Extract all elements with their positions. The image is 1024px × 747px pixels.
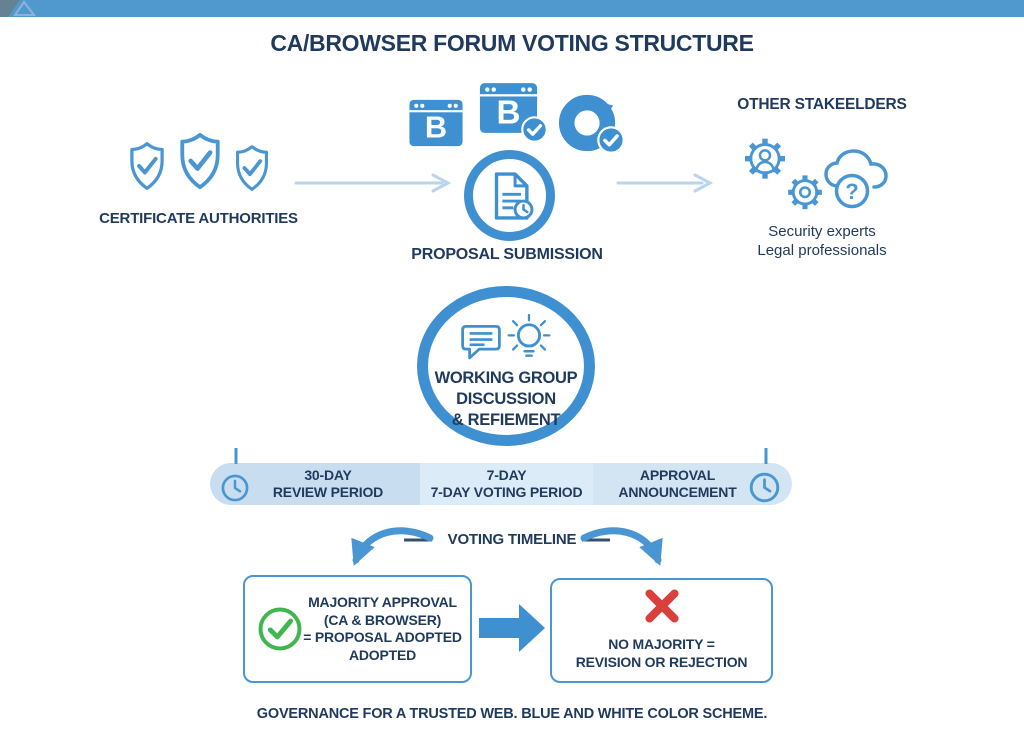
person-gear-icon xyxy=(745,138,785,179)
clock-icon xyxy=(749,472,780,503)
approval-line2: (CA & BROWSER) xyxy=(323,611,442,628)
check-badge-icon xyxy=(597,126,625,154)
stakeholders-subtext: Security experts Legal professionals xyxy=(726,222,918,260)
green-check-circle-icon xyxy=(258,607,302,651)
check-badge-icon xyxy=(521,116,548,143)
stakeholders-subtext-line2: Legal professionals xyxy=(757,242,887,259)
shield-icons-row xyxy=(96,122,301,194)
working-group-line2: DISCUSSION xyxy=(456,390,556,408)
other-stakeholders-title: OTHER STAKEELDERS xyxy=(737,96,907,113)
proposal-submission-label: PROPOSAL SUBMISSION xyxy=(411,246,603,263)
approval-line3: = PROPOSAL ADOPTED xyxy=(303,629,462,645)
rejected-line1: NO MAJORITY = xyxy=(608,636,715,652)
clock-icon xyxy=(221,474,249,502)
approval-line1: MAJORITY APPROVAL xyxy=(308,594,457,610)
certificate-authorities-group: CERTIFICATE AUTHORITIES xyxy=(96,122,301,227)
shield-check-icon xyxy=(179,132,220,190)
svg-text:?: ? xyxy=(845,179,858,204)
flow-arrow-left xyxy=(294,173,452,193)
page-title: CA/BROWSER FORUM VOTING STRUCTURE xyxy=(270,30,754,56)
speech-bubble-icon xyxy=(461,324,501,360)
timeline-segment-voting: 7-DAY 7-DAY VOTING PERIOD xyxy=(420,463,593,505)
shield-check-icon xyxy=(235,145,268,191)
stakeholder-icons: ? xyxy=(726,114,918,216)
majority-approval-text: MAJORITY APPROVAL (CA & BROWSER) = PROPO… xyxy=(303,594,470,664)
working-group-text: WORKING GROUP DISCUSSION & REFIEMENT xyxy=(435,368,578,431)
proposal-submission-circle xyxy=(464,150,555,241)
corner-artifact-icon xyxy=(0,0,37,17)
approval-line4: ADOPTED xyxy=(348,646,417,663)
right-arrow-icon xyxy=(479,604,545,652)
timeline-segment-review: 30-DAY REVIEW PERIOD xyxy=(210,463,420,505)
lightbulb-icon xyxy=(507,313,551,357)
timeline-segment-line: 7-DAY VOTING PERIOD xyxy=(430,484,583,500)
red-x-icon xyxy=(644,589,679,623)
timeline-segment-line: APPROVAL xyxy=(639,467,716,483)
stakeholders-subtext-line1: Security experts xyxy=(768,223,876,240)
working-group-line1: WORKING GROUP xyxy=(434,369,578,387)
svg-text:B: B xyxy=(425,110,447,145)
gear-icon xyxy=(788,175,822,210)
voting-timeline-bar: 30-DAY REVIEW PERIOD 7-DAY 7-DAY VOTING … xyxy=(210,463,792,505)
browser-window-icon: B xyxy=(479,83,538,133)
svg-text:B: B xyxy=(497,95,521,132)
timeline-segment-line: 30-DAY xyxy=(304,467,352,483)
browser-swirl-icon xyxy=(558,94,616,152)
rejected-line2: REVISION OR REJECTION xyxy=(575,653,748,670)
footer-caption: GOVERNANCE FOR A TRUSTED WEB. BLUE AND W… xyxy=(256,706,768,722)
voting-timeline-label: VOTING TIMELINE xyxy=(447,531,577,548)
timeline-segment-line: REVIEW PERIOD xyxy=(272,484,384,500)
flow-arrow-right xyxy=(616,173,714,193)
no-majority-text: NO MAJORITY = REVISION OR REJECTION xyxy=(576,636,748,671)
document-clock-icon xyxy=(494,171,533,220)
no-majority-box: NO MAJORITY = REVISION OR REJECTION xyxy=(550,578,773,683)
majority-approval-box: MAJORITY APPROVAL (CA & BROWSER) = PROPO… xyxy=(243,575,472,683)
certificate-authorities-label: CERTIFICATE AUTHORITIES xyxy=(99,210,298,227)
working-group-icons xyxy=(460,313,552,363)
timeline-segment-line: 7-DAY xyxy=(486,467,527,483)
other-stakeholders-group: OTHER STAKEELDERS xyxy=(726,96,918,260)
timeline-segment-announcement: APPROVAL ANNOUNCEMENT xyxy=(593,463,792,505)
cloud-question-icon: ? xyxy=(824,149,888,209)
working-group-line3: & REFIEMENT xyxy=(451,411,561,429)
browser-window-icon: B xyxy=(409,99,463,147)
timeline-segment-line: ANNOUNCEMENT xyxy=(618,484,737,500)
working-group-circle: WORKING GROUP DISCUSSION & REFIEMENT xyxy=(417,286,595,446)
window-top-bar xyxy=(0,0,1024,17)
shield-check-icon xyxy=(129,142,164,190)
